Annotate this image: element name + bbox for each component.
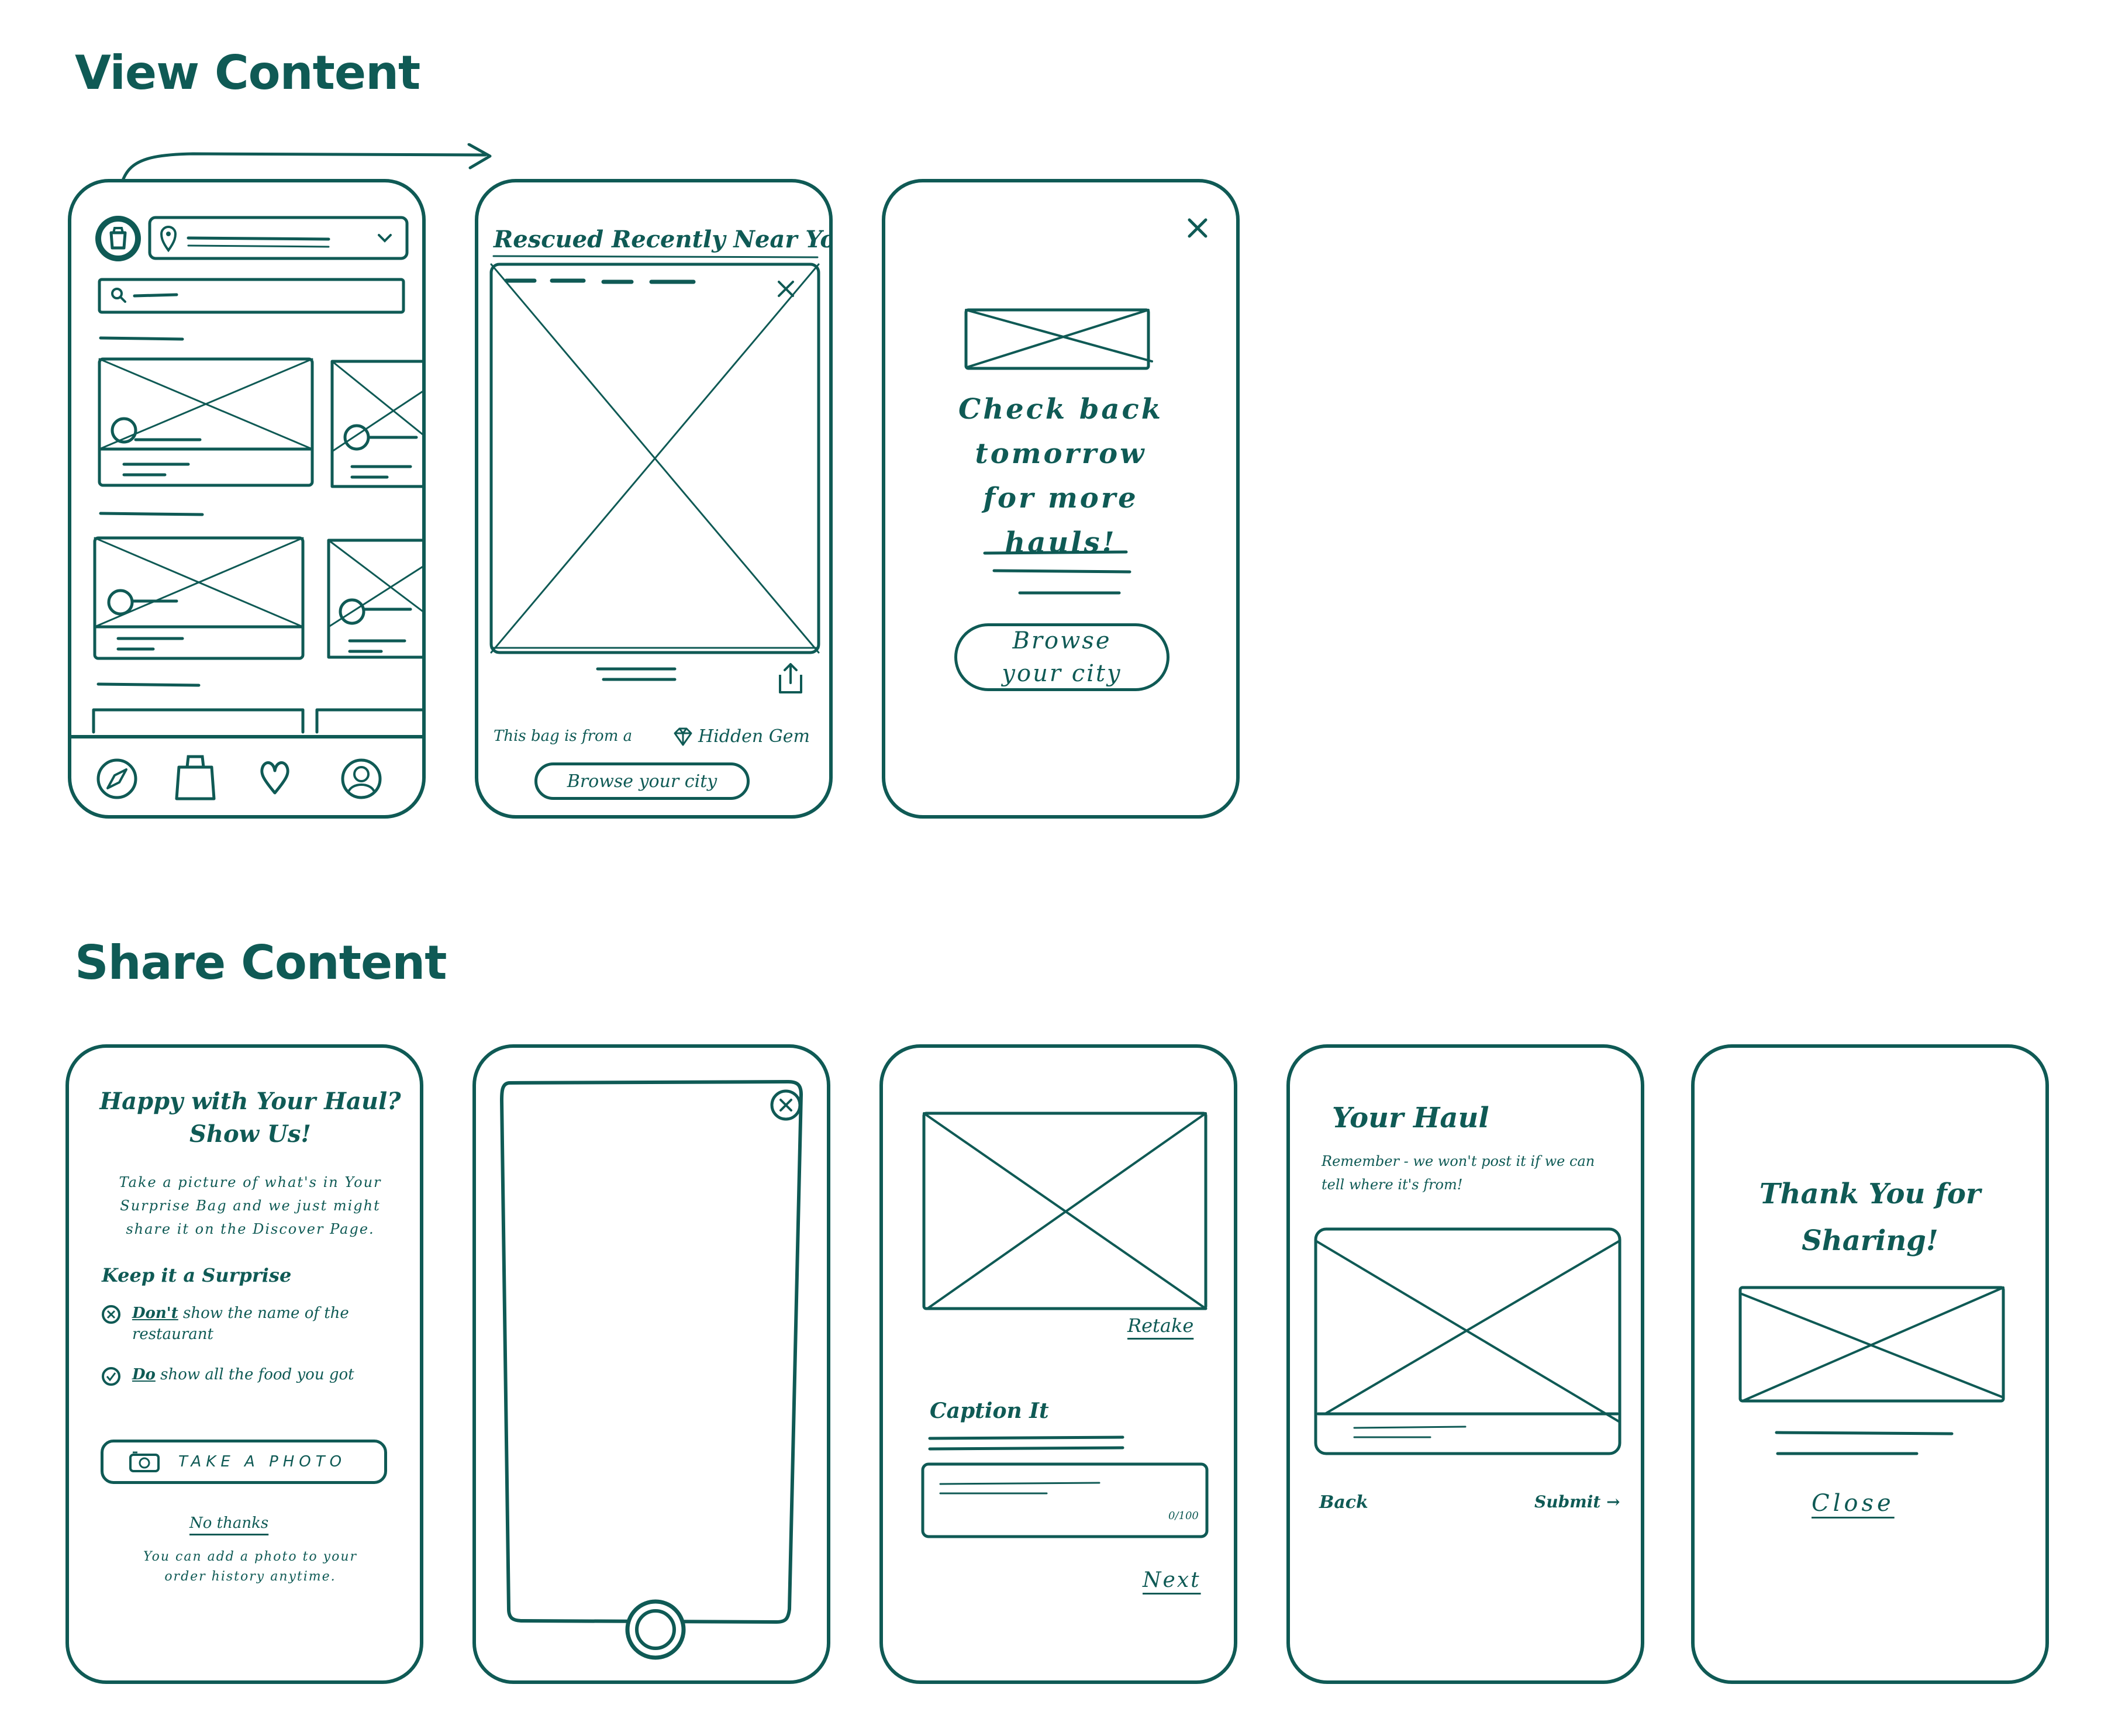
do-emphasis: Do — [132, 1366, 156, 1383]
keep-surprise-heading: Keep it a Surprise — [102, 1264, 292, 1286]
rescued-title: Rescued Recently Near You — [494, 226, 833, 253]
bag-logo-icon[interactable] — [95, 215, 142, 262]
section-title-share: Share Content — [75, 936, 447, 990]
dont-text: show the name of the restaurant — [132, 1304, 349, 1343]
caption-label: Caption It — [930, 1399, 1049, 1423]
camera-viewfinder — [500, 1080, 803, 1624]
close-circle-icon[interactable] — [768, 1088, 803, 1123]
heart-icon[interactable] — [257, 758, 292, 799]
phone-share-intro: Happy with Your Haul? Show Us! Take a pi… — [65, 1044, 423, 1684]
close-icon[interactable] — [774, 277, 798, 301]
do-text: show all the food you got — [155, 1366, 354, 1383]
retake-link[interactable]: Retake — [1127, 1314, 1194, 1337]
phone-empty: Check back tomorrow for more hauls! Brow… — [882, 179, 1240, 819]
phone-share-caption: Retake Caption It 0/100 Next — [879, 1044, 1237, 1684]
thanks-title: Thank You for Sharing! — [1759, 1178, 1981, 1257]
thanks-photo-placeholder — [1738, 1286, 2005, 1455]
review-note: Remember - we won't post it if we can te… — [1322, 1153, 1595, 1193]
no-thanks-link[interactable]: No thanks — [189, 1514, 269, 1532]
caption-photo-placeholder — [921, 1112, 1209, 1538]
shutter-button-icon[interactable] — [623, 1597, 688, 1662]
intro-body: Take a picture of what's in Your Surpris… — [119, 1174, 382, 1237]
phone-rescued: Rescued Recently Near You This bag is fr… — [475, 179, 833, 819]
share-icon[interactable] — [774, 660, 807, 697]
rescued-image-placeholder — [489, 255, 820, 681]
take-photo-button[interactable]: TAKE A PHOTO — [101, 1440, 387, 1484]
camera-icon — [129, 1451, 160, 1472]
dont-rule: Don't show the name of the restaurant — [132, 1303, 389, 1345]
back-link[interactable]: Back — [1319, 1492, 1368, 1513]
review-photo-placeholder — [1314, 1227, 1621, 1455]
location-pin-icon — [160, 226, 177, 253]
close-link[interactable]: Close — [1812, 1490, 1895, 1517]
review-title: Your Haul — [1332, 1102, 1489, 1134]
phone-share-review: Your Haul Remember - we won't post it if… — [1286, 1044, 1644, 1684]
search-icon — [111, 288, 126, 303]
check-circle-icon — [102, 1367, 120, 1386]
discover-wireframe — [71, 216, 422, 738]
gem-label: Hidden Gem — [698, 726, 810, 747]
intro-footnote: You can add a photo to your order histor… — [143, 1549, 358, 1584]
intro-title: Happy with Your Haul? Show Us! — [99, 1088, 401, 1148]
phone-share-camera — [472, 1044, 830, 1684]
phone-discover — [68, 179, 426, 819]
chevron-down-icon[interactable] — [375, 232, 394, 246]
phone-share-thanks: Thank You for Sharing! Close — [1691, 1044, 2049, 1684]
empty-message: Check back tomorrow for more hauls! — [958, 393, 1163, 559]
empty-image-placeholder — [964, 308, 1153, 595]
caption-counter: 0/100 — [1168, 1510, 1199, 1522]
section-title-view: View Content — [75, 46, 420, 100]
do-rule: Do show all the food you got — [132, 1366, 354, 1383]
x-circle-icon — [102, 1305, 120, 1324]
take-photo-label: TAKE A PHOTO — [178, 1453, 347, 1471]
bag-icon[interactable] — [172, 750, 219, 802]
compass-icon[interactable] — [94, 755, 140, 802]
bag-origin-text: This bag is from a — [494, 727, 633, 745]
dont-emphasis: Don't — [132, 1304, 178, 1322]
gem-icon — [674, 727, 692, 746]
submit-link[interactable]: Submit → — [1534, 1492, 1620, 1511]
browse-city-button[interactable]: Browse your city — [534, 762, 750, 800]
profile-icon[interactable] — [338, 755, 385, 802]
browse-city-button[interactable]: Browse your city — [954, 623, 1169, 691]
next-link[interactable]: Next — [1143, 1568, 1201, 1592]
close-icon[interactable] — [1184, 214, 1212, 242]
